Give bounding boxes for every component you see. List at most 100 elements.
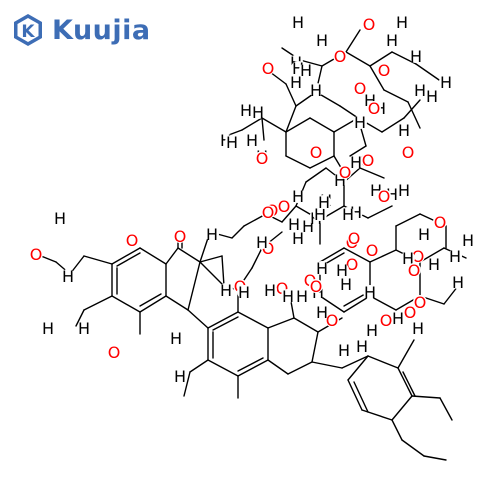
atom-label-backdrop	[53, 211, 67, 225]
oxygen-atom-label: O	[362, 15, 376, 34]
atom-label-backdrop	[367, 101, 381, 115]
atom-label-backdrop	[291, 15, 305, 29]
bond-line	[285, 105, 297, 133]
atom-label-backdrop	[349, 155, 363, 169]
hydrogen-atom-label: H	[291, 187, 305, 206]
hydrogen-atom-label: H	[315, 259, 329, 278]
hydrogen-atom-label: H	[355, 337, 369, 356]
atom-symbol: H	[340, 275, 352, 294]
bond-line	[367, 205, 393, 219]
bond-line	[407, 101, 421, 129]
oxygen-atom-label: O	[365, 241, 379, 260]
bond-line	[309, 155, 335, 169]
hydrogen-atom-label: H	[169, 329, 183, 348]
atom-symbol: O	[348, 229, 361, 248]
atom-symbol: H	[440, 73, 452, 92]
oxygen-atom-label: O	[433, 213, 447, 232]
bond-line	[345, 29, 361, 53]
bond-line	[341, 355, 369, 369]
hydrogen-atom-label: H	[461, 231, 475, 250]
atom-symbol: O	[278, 197, 291, 216]
atom-label-backdrop	[245, 133, 259, 147]
atom-label-backdrop	[341, 207, 355, 221]
atom-label-backdrop	[255, 151, 269, 165]
oxygen-atom-label: O	[347, 229, 361, 248]
hydrogen-atom-label: H	[339, 275, 353, 294]
atom-label-backdrop	[237, 285, 251, 299]
bond-line	[187, 261, 201, 311]
oxygen-atom-label: O	[309, 277, 323, 296]
atom-label-backdrop	[255, 235, 269, 249]
bond-line	[281, 205, 297, 223]
atom-label-backdrop	[77, 321, 91, 335]
bond-line	[345, 51, 371, 67]
atom-symbol: H	[288, 215, 300, 234]
atom-label-backdrop	[365, 323, 379, 337]
bond-line	[237, 311, 269, 329]
atom-symbol: O	[326, 311, 339, 330]
oxygen-atom-label: O	[401, 143, 415, 162]
hydrogen-atom-label: H	[365, 321, 379, 340]
atom-label-backdrop	[425, 89, 439, 103]
atom-label-backdrop	[353, 115, 367, 129]
atom-symbol: H	[396, 13, 408, 32]
bond-line	[111, 295, 141, 313]
bond-line	[237, 357, 264, 372]
bond-line	[177, 247, 201, 263]
bond-line	[293, 317, 319, 333]
atom-label-backdrop	[107, 345, 121, 359]
bond-line	[183, 371, 191, 397]
atom-label-backdrop	[411, 321, 425, 335]
bond-line	[343, 295, 371, 313]
atom-label-backdrop	[315, 261, 329, 275]
oxygen-atom-label: O	[277, 197, 291, 216]
atom-label-backdrop	[125, 233, 139, 247]
hydrogen-atom-label: H	[401, 249, 415, 268]
atom-symbol: H	[78, 319, 90, 338]
bond-line	[83, 295, 113, 311]
atom-symbol: H	[398, 121, 410, 140]
bond-line	[139, 247, 167, 265]
atom-symbol: H	[428, 255, 440, 274]
bond-line	[401, 439, 425, 457]
bond-line	[116, 252, 141, 267]
hydrogen-atom-label: H	[353, 113, 367, 132]
bond-line	[383, 89, 409, 103]
brand-logo[interactable]: K Kuujia	[10, 12, 151, 48]
bond-line	[207, 359, 239, 377]
atom-label-backdrop	[461, 233, 475, 247]
atom-label-backdrop	[417, 227, 431, 241]
atom-symbol: H	[338, 341, 350, 360]
hydrogen-atom-label: H	[77, 319, 91, 338]
bond-line	[353, 381, 369, 413]
hydrogen-atom-label: H	[239, 101, 253, 120]
atom-symbol: O	[108, 343, 121, 362]
bond-line	[369, 295, 397, 311]
atom-label-backdrop	[347, 231, 361, 245]
hydrogen-atom-label: H	[417, 225, 431, 244]
oxygen-atom-label: O	[173, 227, 187, 246]
atom-label-backdrop	[413, 295, 427, 309]
atom-label-backdrop	[333, 49, 347, 63]
atom-label-backdrop	[315, 305, 329, 319]
hydrogen-atom-label: H	[237, 283, 251, 302]
bond-line	[343, 247, 371, 263]
atom-label-backdrop	[287, 217, 301, 231]
hydrogen-atom-label: H	[309, 81, 323, 100]
atom-symbol: H	[220, 281, 232, 300]
bond-line	[212, 316, 239, 331]
oxygen-atom-label: O	[333, 47, 347, 66]
hydrogen-atom-label: H	[425, 87, 439, 106]
atom-label-backdrop	[219, 283, 233, 297]
hydrogen-atom-label: H	[397, 121, 411, 140]
hydrogen-atom-label: H	[349, 153, 363, 172]
atom-label-backdrop	[169, 331, 183, 345]
atom-symbol: H	[282, 287, 294, 306]
atom-symbol: H	[300, 61, 312, 80]
atom-label-backdrop	[309, 145, 323, 159]
atom-symbol: H	[252, 103, 264, 122]
bond-line	[324, 252, 345, 265]
atom-label-backdrop	[355, 339, 369, 353]
atom-symbol: O	[363, 15, 376, 34]
bond-line	[75, 309, 85, 327]
